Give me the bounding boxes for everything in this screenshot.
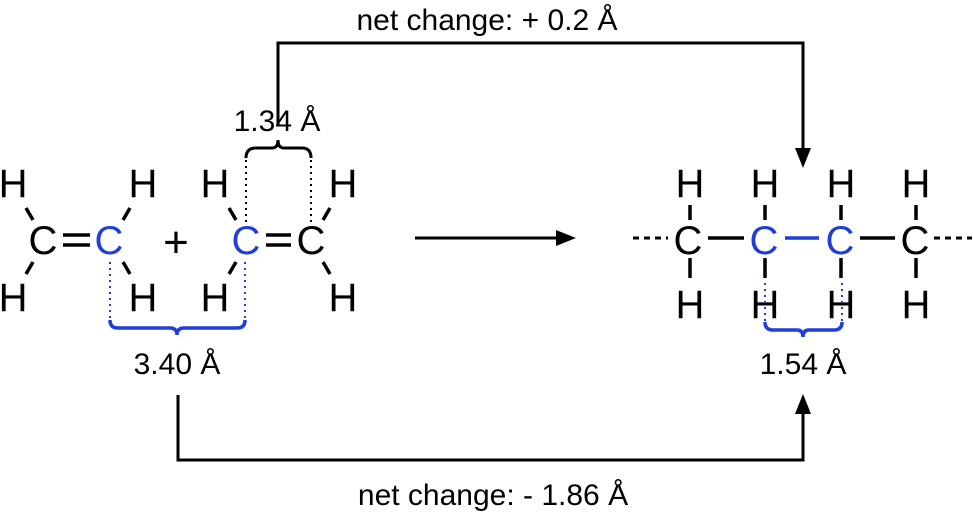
polyethylene-chain: C C C C H H H H H H H H xyxy=(633,162,972,327)
hydrogen-atom: H xyxy=(902,162,931,206)
carbon-atom: C xyxy=(29,219,58,263)
hydrogen-atom: H xyxy=(329,162,358,206)
hydrogen-atom: H xyxy=(676,283,705,327)
ethylene-molecule-right: H H H H C C xyxy=(201,162,358,320)
bottom-arrow-path xyxy=(176,395,805,462)
top-net-change-label: net change: + 0.2 Å xyxy=(356,4,617,37)
intermolecular-distance-label: 3.40 Å xyxy=(134,348,221,381)
carbon-atom: C xyxy=(297,219,326,263)
bottom-net-change-label: net change: - 1.86 Å xyxy=(358,479,628,512)
carbon-atom-highlighted: C xyxy=(750,219,779,263)
ethylene-molecule-left: H H H H C C xyxy=(0,162,157,320)
single-bond-length-label: 1.54 Å xyxy=(760,348,847,381)
intermolecular-brace xyxy=(108,319,247,336)
hydrogen-atom: H xyxy=(751,162,780,206)
double-bond-brace xyxy=(244,139,313,159)
hydrogen-atom: H xyxy=(0,162,27,206)
hydrogen-atom: H xyxy=(201,162,230,206)
hydrogen-atom: H xyxy=(129,276,158,320)
carbon-atom-highlighted: C xyxy=(826,219,855,263)
hydrogen-atom: H xyxy=(0,276,27,320)
carbon-atom: C xyxy=(901,219,930,263)
plus-sign: + xyxy=(163,218,189,267)
bottom-arrowhead-icon xyxy=(795,394,811,414)
single-bond-brace xyxy=(763,321,844,338)
top-arrow-path xyxy=(276,41,805,150)
top-arrowhead-icon xyxy=(795,148,811,168)
hydrogen-atom: H xyxy=(902,283,931,327)
reaction-arrowhead-icon xyxy=(556,230,576,246)
hydrogen-atom: H xyxy=(201,276,230,320)
carbon-atom-highlighted: C xyxy=(95,219,124,263)
double-bond-length-label: 1.34 Å xyxy=(234,105,321,138)
hydrogen-atom: H xyxy=(329,276,358,320)
hydrogen-atom: H xyxy=(129,162,158,206)
carbon-atom-highlighted: C xyxy=(232,219,261,263)
hydrogen-atom: H xyxy=(827,162,856,206)
carbon-atom: C xyxy=(674,219,703,263)
hydrogen-atom: H xyxy=(676,162,705,206)
